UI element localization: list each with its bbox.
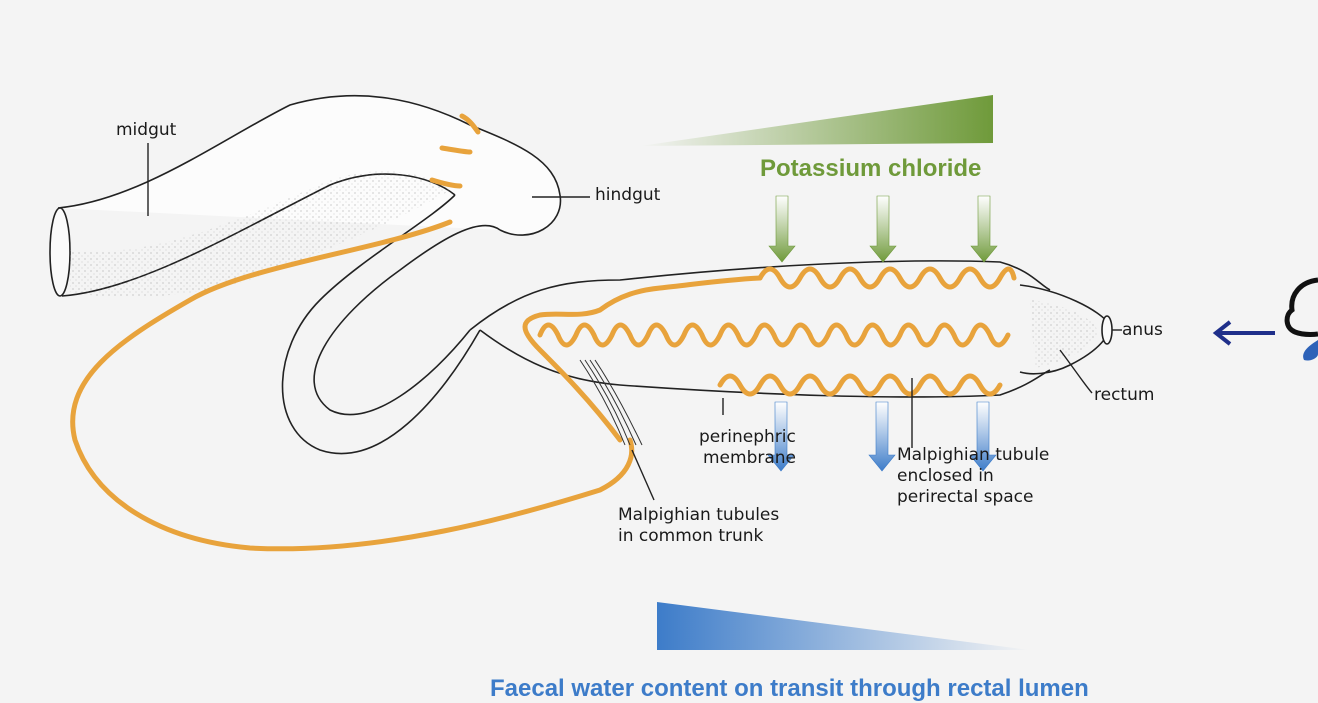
label-malp-enclosed-line2: enclosed in [897, 466, 994, 486]
label-malpighian-trunk: Malpighian tubules in common trunk [618, 505, 779, 547]
water-gradient-wedge [657, 602, 1030, 650]
label-anus: anus [1122, 320, 1163, 340]
kcl-arrows [768, 195, 998, 263]
water-arrows [767, 401, 997, 472]
label-malp-enclosed-line3: perirectal space [897, 487, 1034, 507]
leader-lines [147, 143, 1122, 501]
rectum-stippling [1030, 300, 1098, 368]
label-malp-enclosed-line1: Malpighian tubule [897, 445, 1050, 465]
label-malpighian-enclosed: Malpighian tubule enclosed in perirectal… [897, 445, 1049, 508]
label-midgut: midgut [116, 120, 177, 140]
label-perinephric: perinephric membrane [699, 427, 796, 469]
label-malp-trunk-line2: in common trunk [618, 526, 764, 546]
label-malp-trunk-line1: Malpighian tubules [618, 505, 780, 525]
water-caption: Faecal water content on transit through … [490, 675, 1089, 702]
malpighian-tubules [70, 113, 1017, 552]
midgut-stippling [70, 171, 450, 297]
label-hindgut: hindgut [595, 185, 661, 205]
common-trunk [579, 359, 643, 446]
cropped-icon [1284, 277, 1318, 361]
gut-outline [49, 95, 1113, 455]
label-perinephric-line1: perinephric [699, 427, 796, 447]
kcl-label: Potassium chloride [760, 155, 982, 182]
label-perinephric-line2: membrane [703, 448, 797, 468]
label-rectum: rectum [1094, 385, 1155, 405]
kcl-gradient-wedge [640, 95, 993, 146]
left-arrow-icon [1212, 320, 1275, 346]
